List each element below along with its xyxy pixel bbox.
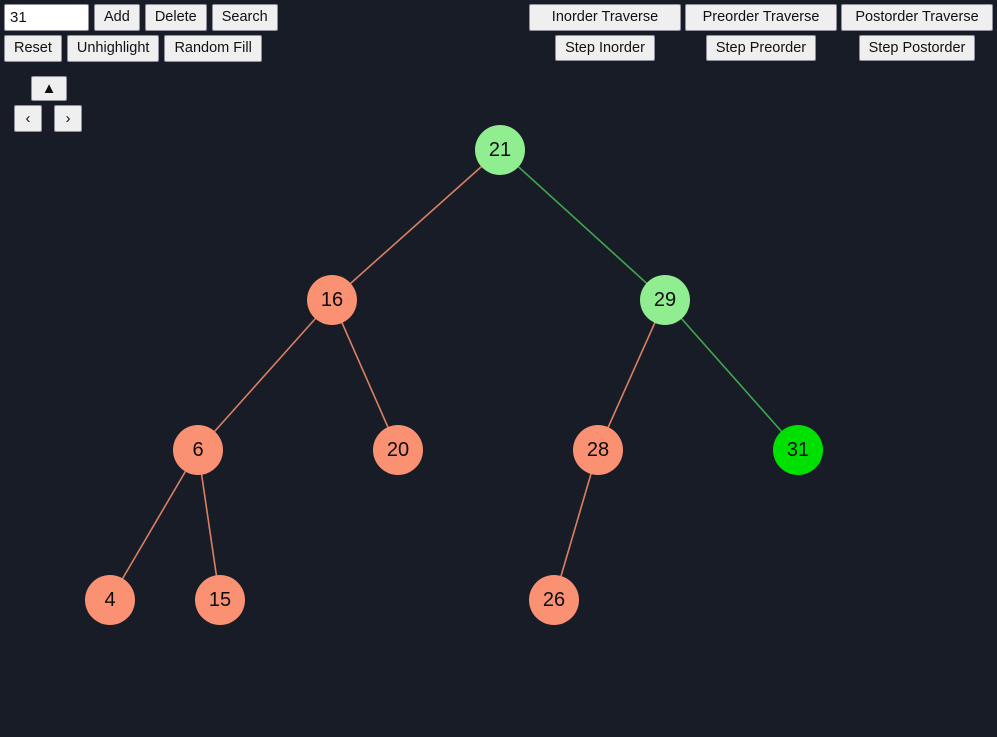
tree-node-label: 28 [586, 438, 610, 461]
postorder-traverse-button[interactable]: Postorder Traverse [841, 4, 993, 31]
delete-button[interactable]: Delete [144, 4, 207, 31]
add-button[interactable]: Add [94, 4, 140, 31]
step-postorder-button[interactable]: Step Postorder [858, 34, 976, 61]
tree-node-label: 31 [786, 438, 810, 461]
value-input[interactable] [4, 4, 89, 31]
traversal-columns: Inorder Traverse Step Inorder Preorder T… [529, 4, 995, 65]
tree-node-label: 15 [208, 588, 232, 611]
tree-node-label: 20 [386, 438, 410, 461]
tree-node-label: 21 [488, 138, 512, 161]
tree-node-26[interactable]: 26 [529, 575, 579, 625]
tree-edge [499, 149, 666, 301]
tree-node-31[interactable]: 31 [773, 425, 823, 475]
tree-node-label: 16 [320, 288, 344, 311]
unhighlight-button[interactable]: Unhighlight [66, 35, 160, 62]
toolbar-row-primary: Add Delete Search [4, 4, 524, 31]
tree-edge [331, 149, 501, 301]
tree-node-29[interactable]: 29 [640, 275, 690, 325]
tree-node-21[interactable]: 21 [475, 125, 525, 175]
tree-node-label: 6 [192, 438, 204, 461]
search-button[interactable]: Search [211, 4, 278, 31]
navigation-pad: ▲ ‹ › [0, 72, 110, 142]
nav-left-chevron-icon[interactable]: ‹ [14, 105, 42, 132]
traversal-column-postorder: Postorder Traverse Step Postorder [841, 4, 993, 65]
tree-node-label: 29 [653, 288, 677, 311]
traversal-column-inorder: Inorder Traverse Step Inorder [529, 4, 681, 65]
tree-edge [197, 299, 333, 451]
tree-node-16[interactable]: 16 [307, 275, 357, 325]
tree-node-6[interactable]: 6 [173, 425, 223, 475]
tree-node-28[interactable]: 28 [573, 425, 623, 475]
tree-node-label: 26 [542, 588, 566, 611]
random-fill-button[interactable]: Random Fill [164, 35, 262, 62]
traversal-column-preorder: Preorder Traverse Step Preorder [685, 4, 837, 65]
tree-node-label: 4 [104, 588, 116, 611]
step-preorder-button[interactable]: Step Preorder [705, 34, 817, 61]
step-inorder-button[interactable]: Step Inorder [555, 34, 655, 61]
tree-node-20[interactable]: 20 [373, 425, 423, 475]
tree-node-15[interactable]: 15 [195, 575, 245, 625]
toolbar-row-secondary: Reset Unhighlight Random Fill [4, 35, 524, 62]
tree-edge [664, 299, 799, 451]
inorder-traverse-button[interactable]: Inorder Traverse [529, 4, 681, 31]
nav-up-icon[interactable]: ▲ [31, 76, 67, 101]
reset-button[interactable]: Reset [4, 35, 62, 62]
nav-right-chevron-icon[interactable]: › [54, 105, 82, 132]
tree-node-4[interactable]: 4 [85, 575, 135, 625]
traversal-toolbar: Inorder Traverse Step Inorder Preorder T… [529, 4, 995, 65]
primary-toolbar: Add Delete Search Reset Unhighlight Rand… [4, 4, 524, 62]
tree-edge [109, 449, 199, 601]
preorder-traverse-button[interactable]: Preorder Traverse [685, 4, 837, 31]
